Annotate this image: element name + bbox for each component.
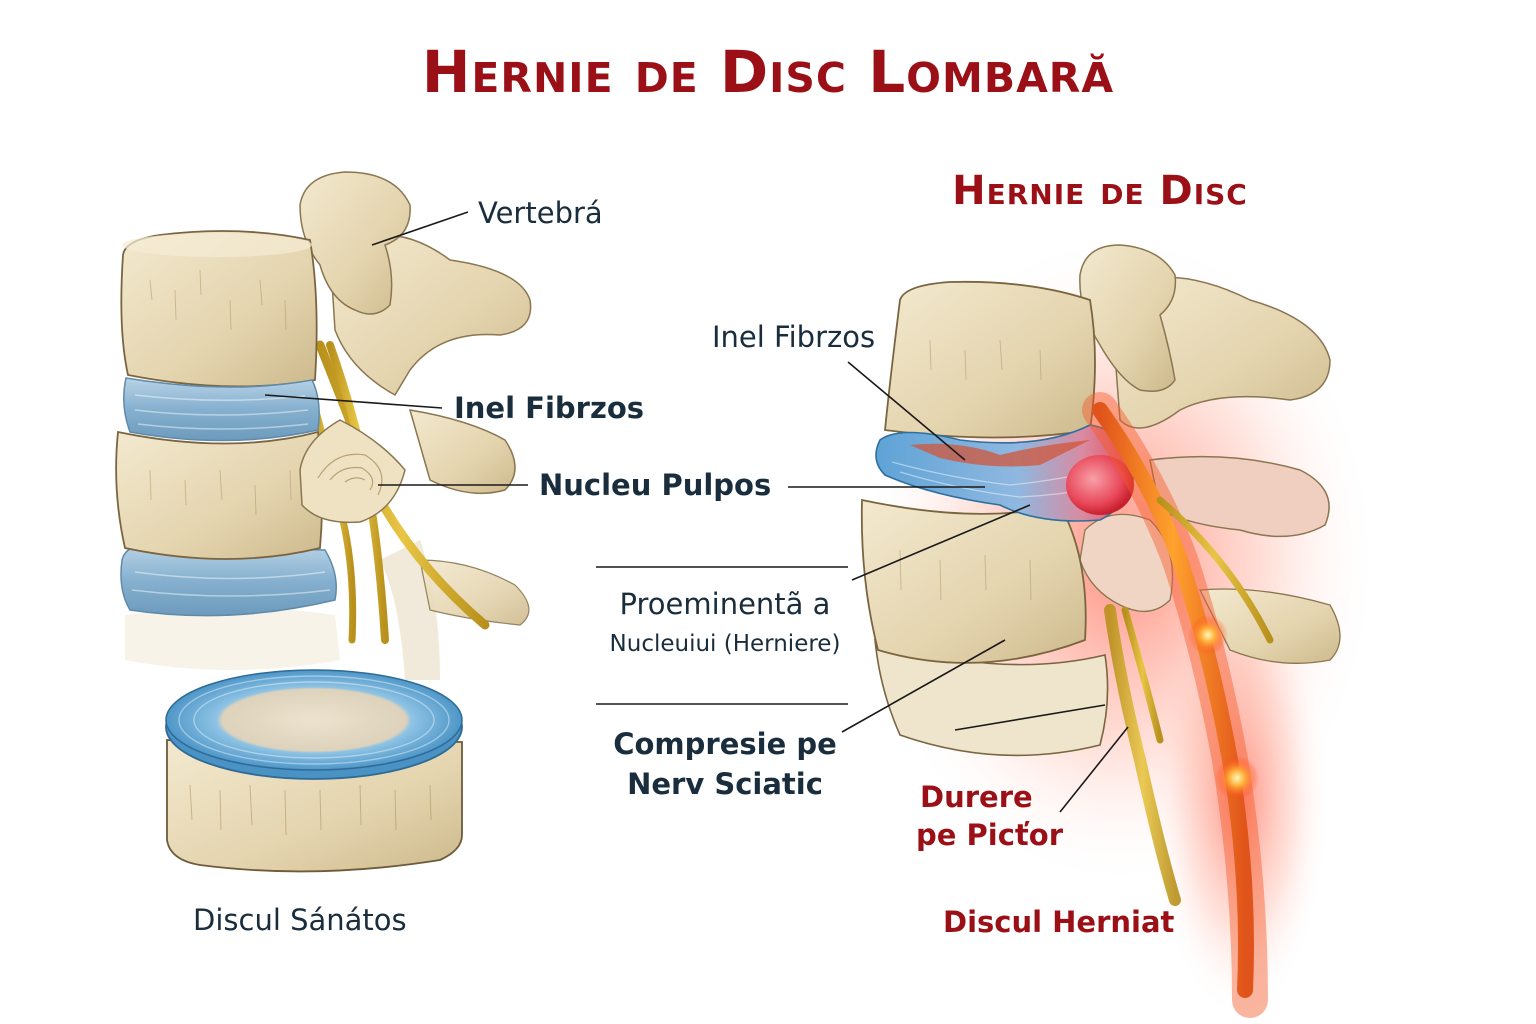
label-compresie-line2: Nerv Sciatic bbox=[627, 767, 823, 801]
label-inel-fibrzos-right: Inel Fibrzos bbox=[712, 320, 876, 354]
label-compresie-line1: Compresie pe bbox=[613, 727, 837, 761]
herniated-heading: Hernie de Disc bbox=[952, 168, 1248, 214]
caption-herniated-disc: Discul Herniat bbox=[943, 905, 1175, 939]
label-proeminenta-line1: Proeminentã a bbox=[619, 587, 831, 621]
label-vertebra: Vertebrá bbox=[478, 196, 603, 230]
leader-lines bbox=[264, 211, 1129, 813]
label-proeminenta-line2: Nucleuiui (Herniere) bbox=[609, 631, 841, 657]
label-nucleu-pulpos: Nucleu Pulpos bbox=[539, 468, 772, 502]
label-durere-line2: pe Picťor bbox=[916, 818, 1063, 852]
herniated-spine-illustration bbox=[860, 230, 1380, 1020]
caption-healthy-disc: Discul Sánátos bbox=[193, 903, 407, 937]
label-inel-fibrzos-left: Inel Fibrzos bbox=[454, 391, 645, 425]
healthy-spine-illustration bbox=[115, 171, 532, 873]
page-title: Hernie de Disc Lombară bbox=[421, 38, 1115, 106]
label-durere-line1: Durere bbox=[920, 780, 1033, 814]
